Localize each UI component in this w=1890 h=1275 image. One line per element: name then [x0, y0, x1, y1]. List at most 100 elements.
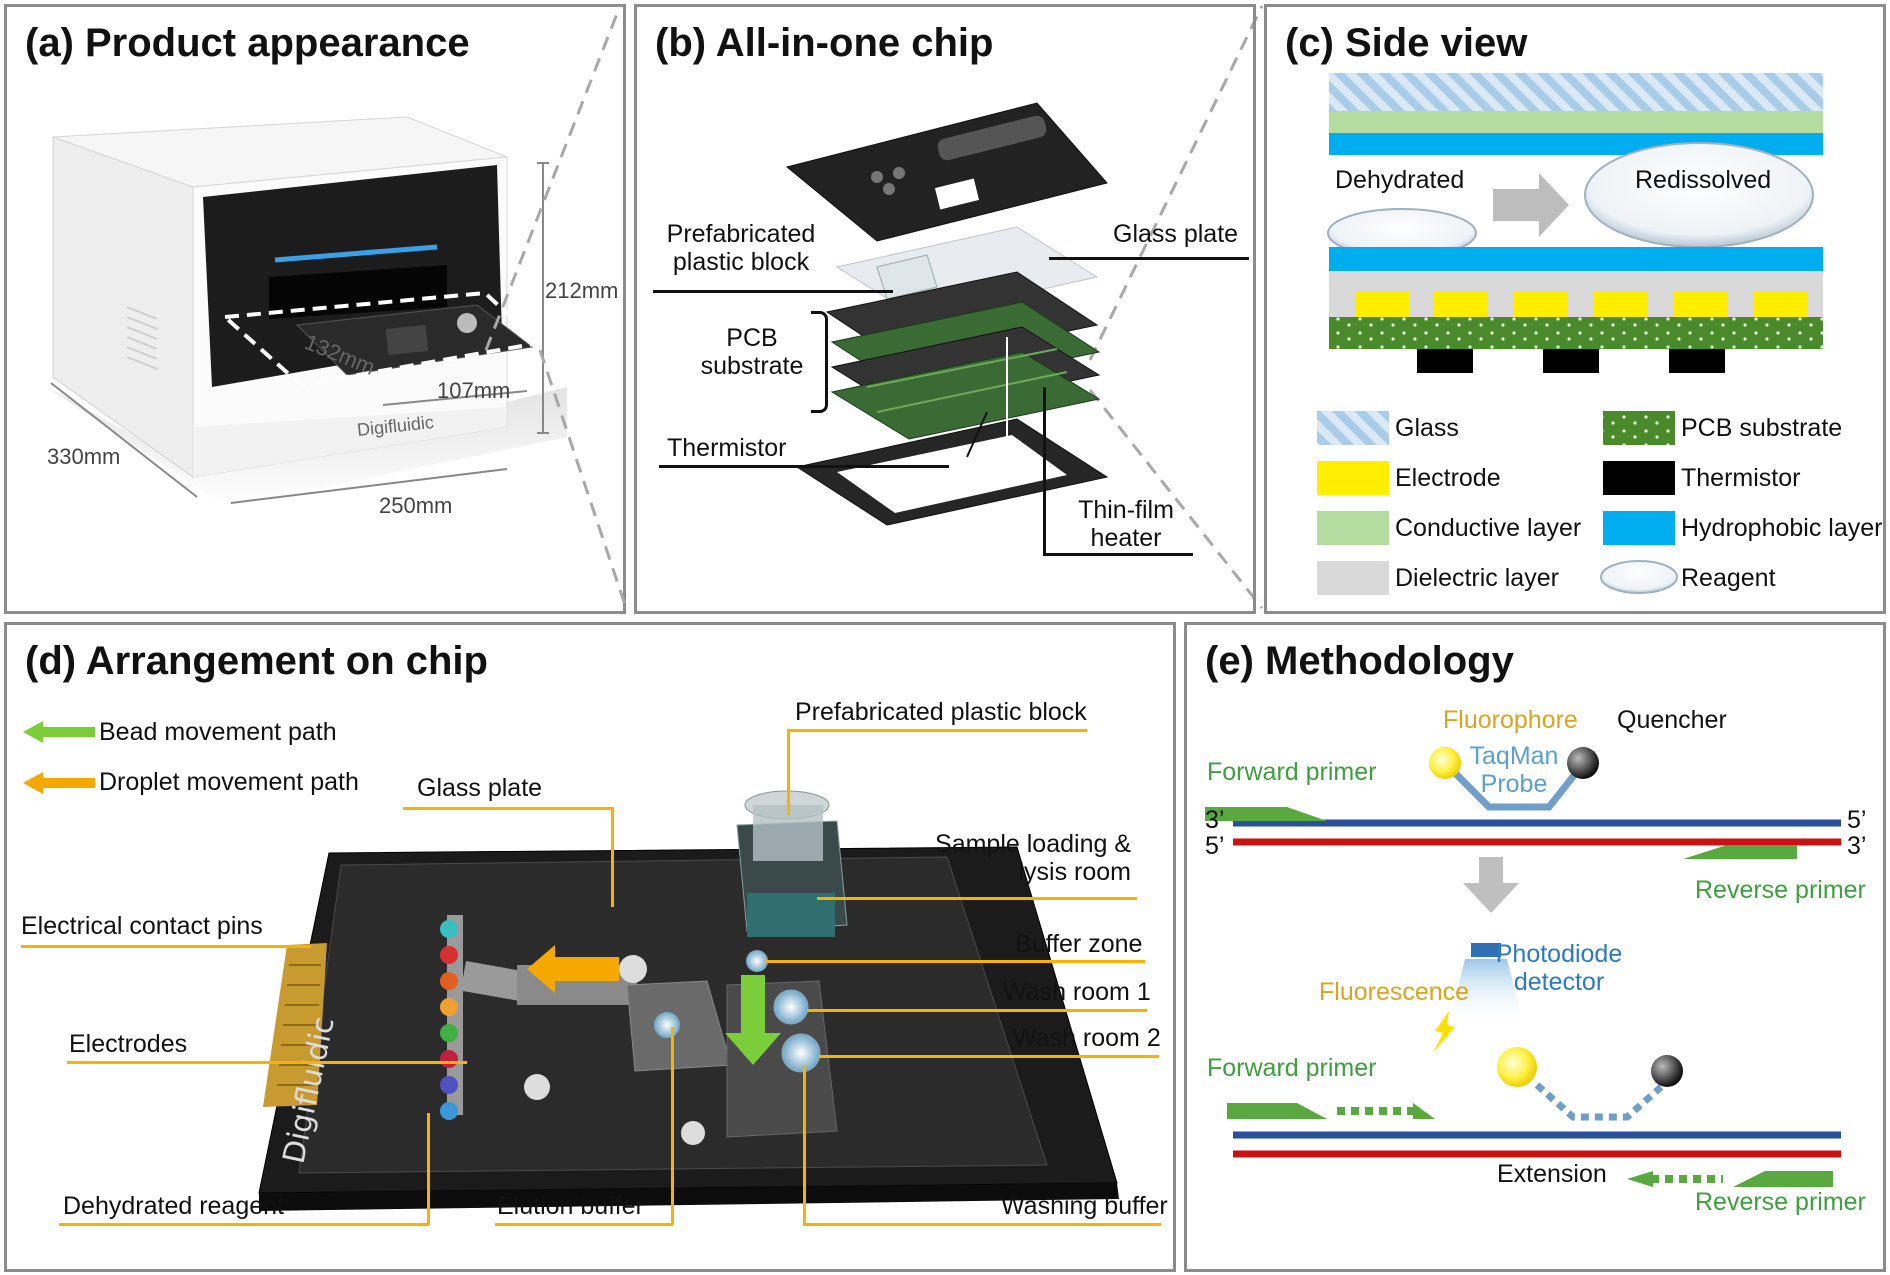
swatch-thermistor — [1603, 461, 1675, 495]
quencher-released — [1651, 1055, 1683, 1087]
forward-primer-top — [1205, 807, 1327, 821]
legend-reagent: Reagent — [1681, 564, 1776, 592]
layer-pcb — [1329, 317, 1823, 349]
reagent-well — [440, 998, 458, 1016]
label-sample-room: Sample loading & lysis room — [935, 830, 1131, 886]
swatch-conductive — [1317, 511, 1389, 545]
label-contact-pins: Electrical contact pins — [21, 912, 263, 940]
label-pcb: PCB substrate — [700, 324, 804, 380]
instrument-base — [193, 407, 507, 477]
lysis-chamber — [747, 893, 835, 937]
label-glass-plate: Glass plate — [417, 774, 543, 802]
panel-b: (b) All-in-one chip Prefabricated plasti… — [634, 4, 1256, 614]
label-dehydrated: Dehydrated — [1335, 166, 1465, 194]
label-3prime-bottom-right: 3’ — [1847, 832, 1867, 860]
label-prefab-block: Prefabricated plastic block — [795, 698, 1087, 726]
photodiode — [1471, 943, 1501, 957]
transition-arrow — [1493, 173, 1569, 237]
panel-c-title: (c) Side view — [1285, 21, 1528, 65]
reagent-well — [440, 1050, 458, 1068]
dim-tray-line — [382, 390, 528, 406]
line-heater-h — [1043, 553, 1193, 556]
layer-conductive-top — [1329, 111, 1823, 133]
chip-board-edge — [259, 1183, 1119, 1211]
electrode-row — [1355, 291, 1808, 317]
label-redissolved: Redissolved — [1635, 166, 1772, 194]
label-thermistor: Thermistor — [667, 434, 787, 462]
fluorophore-released — [1497, 1047, 1537, 1087]
label-quencher: Quencher — [1617, 706, 1727, 734]
dim-depth-line — [50, 382, 198, 498]
step-arrow — [1463, 857, 1519, 913]
instrument-illustration — [47, 116, 567, 507]
detection-beam — [1449, 959, 1523, 1023]
wash-room-2 — [781, 1033, 821, 1073]
panel-a-title: (a) Product appearance — [25, 21, 470, 65]
chip-arrangement: Digifluidic — [23, 721, 1119, 1211]
forward-primer-bottom — [1227, 1103, 1327, 1119]
label-reverse-bottom: Reverse primer — [1695, 1188, 1866, 1216]
panel-b-title: (b) All-in-one chip — [655, 21, 994, 65]
elution-well — [654, 1012, 680, 1038]
cover-hole — [871, 171, 883, 183]
reagent-well — [440, 972, 458, 990]
dim-width: 250mm — [379, 493, 453, 518]
label-extension: Extension — [1497, 1160, 1607, 1188]
label-fluorescence: Fluorescence — [1319, 978, 1470, 1006]
label-3prime-top: 3’ — [1205, 806, 1225, 834]
dim-tray-width: 107mm — [437, 378, 511, 403]
quencher-dye — [1567, 747, 1599, 779]
line-glass — [1049, 257, 1249, 260]
label-fluorophore: Fluorophore — [1443, 706, 1578, 734]
chip-exploded-view — [785, 102, 1109, 526]
dim-height: 212mm — [545, 278, 619, 303]
status-light — [274, 244, 438, 263]
cover-slot — [937, 115, 1047, 161]
chip-prefab — [876, 254, 938, 300]
label-reverse-top: Reverse primer — [1695, 876, 1866, 904]
layer-hydrophobic-bottom — [1329, 247, 1823, 271]
reagent-well — [440, 1024, 458, 1042]
vent-lines — [126, 306, 158, 370]
taqman-probe — [1448, 766, 1582, 811]
buffer-zone-well — [746, 950, 768, 972]
line-thermistor — [659, 465, 949, 468]
pcb-layer-4 — [830, 351, 1101, 440]
drawer-slot — [269, 265, 447, 319]
panel-a: (a) Product appearance — [4, 4, 626, 614]
legend-dielectric: Dielectric layer — [1395, 564, 1559, 592]
label-washing-buffer: Washing buffer — [1001, 1192, 1168, 1220]
label-forward-bottom: Forward primer — [1207, 1054, 1377, 1082]
legend-droplet-arrow — [23, 772, 95, 794]
label-droplet-path: Droplet movement path — [99, 768, 359, 796]
swatch-reagent — [1600, 560, 1678, 594]
label-photodiode: Photodiode detector — [1495, 940, 1623, 996]
label-wash-room-2: Wash room 2 — [1013, 1024, 1161, 1052]
reverse-primer-bottom — [1733, 1171, 1833, 1187]
droplet-arrow — [527, 945, 619, 993]
label-glass: Glass plate — [1113, 220, 1239, 248]
fluorophore-dye — [1429, 747, 1461, 779]
line-heater-v — [1043, 387, 1046, 555]
taqman-methodology — [1205, 747, 1841, 1187]
legend-pcb: PCB substrate — [1681, 414, 1843, 442]
label-dehydrated-reagent: Dehydrated reagent — [63, 1192, 284, 1220]
legend-hydrophobic: Hydrophobic layer — [1681, 514, 1883, 542]
swatch-electrode — [1317, 461, 1389, 495]
swatch-pcb — [1603, 411, 1675, 445]
bead-arrow — [725, 975, 781, 1065]
fluorescence-bolt — [1433, 1011, 1455, 1053]
label-5prime-bottom-left: 5’ — [1205, 832, 1225, 860]
side-view-stack — [1317, 73, 1823, 595]
probe-fragments — [1534, 1082, 1664, 1121]
legend-glass: Glass — [1395, 414, 1459, 442]
swatch-hydrophobic — [1603, 511, 1675, 545]
legend-bead-arrow — [23, 721, 95, 743]
glass-marker — [524, 1074, 550, 1100]
legend-electrode: Electrode — [1395, 464, 1501, 492]
layer-dielectric — [1329, 271, 1823, 317]
label-heater: Thin-film heater — [1078, 496, 1174, 552]
label-wash-room-1: Wash room 1 — [1003, 978, 1151, 1006]
glass-marker — [619, 955, 647, 983]
label-elution-buffer: Elution buffer — [497, 1192, 644, 1220]
